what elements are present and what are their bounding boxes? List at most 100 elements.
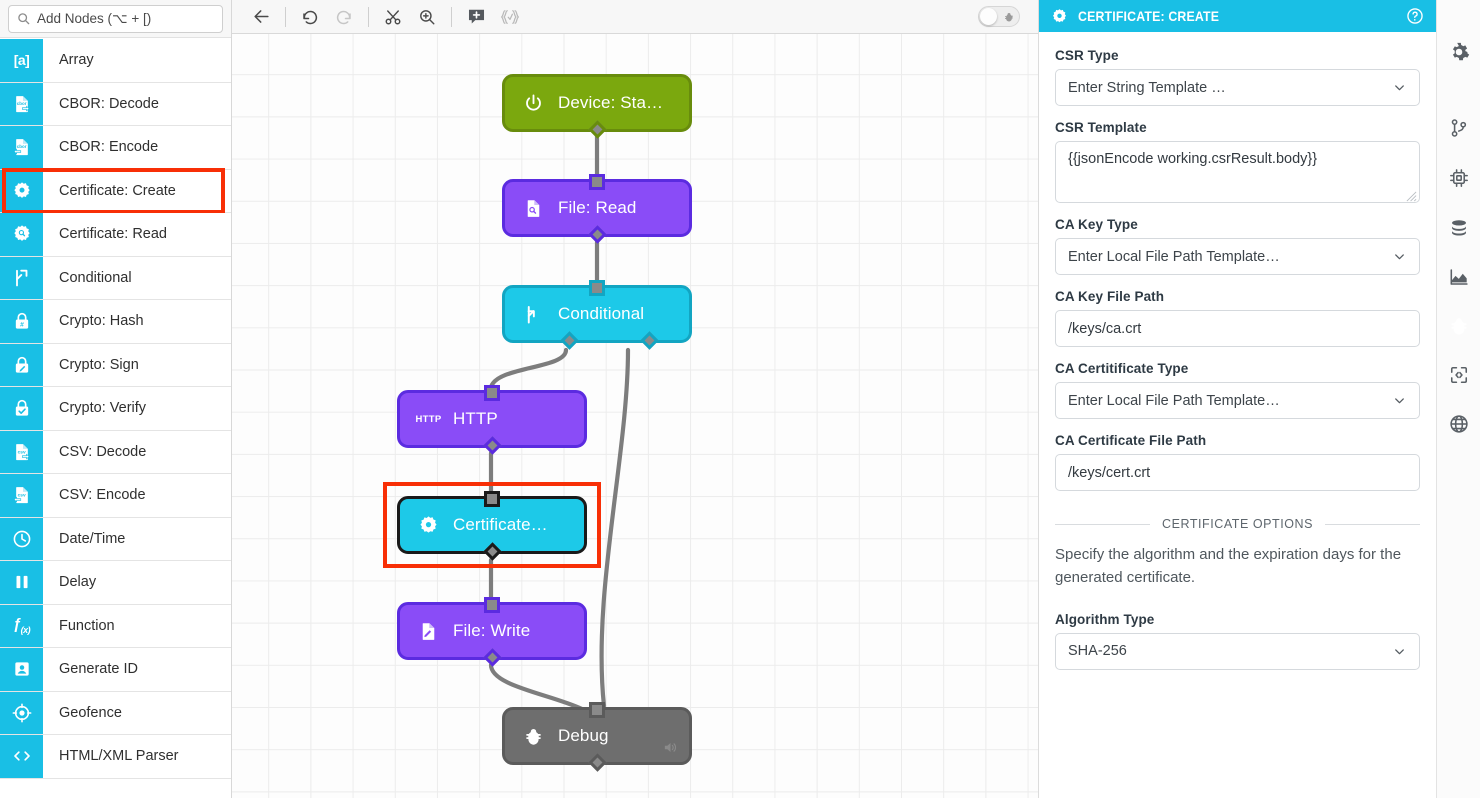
csr-type-select[interactable]: Enter String Template … — [1055, 69, 1420, 106]
resize-grip-icon[interactable] — [1406, 190, 1417, 202]
svg-text:csv: csv — [17, 450, 25, 455]
node-conditional[interactable]: Conditional — [502, 280, 692, 350]
add-comment-button[interactable] — [459, 2, 493, 32]
palette-item-certificate-read[interactable]: Certificate: Read — [0, 213, 231, 257]
help-circle-icon[interactable] — [1406, 7, 1424, 25]
code-brackets-icon — [1448, 364, 1470, 386]
chevron-down-icon — [1392, 393, 1407, 408]
crypto-verify-icon — [0, 387, 43, 430]
template-check-button[interactable] — [493, 2, 527, 32]
palette-item-label: HTML/XML Parser — [59, 748, 179, 765]
palette-item-conditional[interactable]: Conditional — [0, 256, 231, 300]
field-ca-key-file-path: CA Key File Path/keys/ca.crt — [1055, 289, 1420, 347]
rail-global[interactable] — [1437, 399, 1480, 449]
palette-item-label: Geofence — [59, 704, 122, 721]
palette-item-label: Date/Time — [59, 530, 126, 547]
ca-key-file-path-input[interactable]: /keys/ca.crt — [1055, 310, 1420, 347]
node-file-read[interactable]: File: Read — [502, 174, 692, 244]
rail-devices[interactable] — [1437, 153, 1480, 203]
section-description: Specify the algorithm and the expiration… — [1055, 546, 1402, 587]
conditional-icon — [0, 256, 43, 299]
ca-certificate-file-path-input[interactable]: /keys/cert.crt — [1055, 454, 1420, 491]
ca-certificate-file-path-label: CA Certificate File Path — [1055, 433, 1207, 448]
svg-text:cbor: cbor — [16, 144, 26, 149]
palette-item-certificate-create[interactable]: Certificate: Create — [0, 167, 231, 214]
palette-item-generate-id[interactable]: Generate ID — [0, 648, 231, 692]
csv-decode-icon: csv — [0, 430, 43, 473]
search-input[interactable] — [37, 11, 214, 26]
palette-item-label: Certificate: Create — [59, 182, 176, 199]
algorithm-type-select[interactable]: SHA-256 — [1055, 632, 1420, 670]
chevron-down-icon — [1392, 249, 1407, 264]
rail-debug[interactable] — [1437, 301, 1480, 351]
algorithm-type-label: Algorithm Type — [1055, 611, 1155, 627]
undo-button[interactable] — [293, 2, 327, 32]
debug-toggle[interactable] — [978, 6, 1020, 27]
palette-item-html-xml-parser[interactable]: HTML/XML Parser — [0, 735, 231, 779]
palette-search-bar — [0, 0, 231, 38]
chevron-down-icon — [1392, 80, 1407, 95]
node-device-start[interactable]: Device: Sta… — [502, 74, 692, 139]
certificate-icon — [418, 515, 439, 536]
certificate-read-icon — [0, 213, 43, 256]
node-certificate-create[interactable]: Certificate… — [397, 491, 587, 561]
node-label: HTTP — [453, 409, 498, 428]
palette-item-crypto-sign[interactable]: Crypto: Sign — [0, 343, 231, 387]
wire-conditional-to-debug — [599, 347, 631, 709]
node-label: File: Read — [558, 198, 637, 217]
ca-certificate-type-value: Enter Local File Path Template… — [1068, 392, 1280, 409]
node-file-write[interactable]: File: Write — [397, 597, 587, 667]
palette-item-date-time[interactable]: Date/Time — [0, 517, 231, 561]
search-icon — [17, 12, 30, 25]
palette-item-function[interactable]: ƒ(x)Function — [0, 604, 231, 648]
search-field-wrapper[interactable] — [8, 4, 223, 33]
csr-type-value: Enter String Template … — [1068, 79, 1226, 96]
palette-item-delay[interactable]: Delay — [0, 561, 231, 605]
svg-text:csv: csv — [17, 494, 25, 499]
zoom-button[interactable] — [410, 2, 444, 32]
csr-template-textarea[interactable]: {{jsonEncode working.csrResult.body}} — [1055, 141, 1420, 203]
generate-id-icon — [0, 648, 43, 691]
array-icon: [a] — [0, 39, 43, 82]
certificate-create-icon — [0, 169, 43, 212]
divider-line-left — [1055, 523, 1151, 525]
ca-key-type-select[interactable]: Enter Local File Path Template… — [1055, 238, 1420, 275]
algorithm-type-value: SHA-256 — [1068, 643, 1127, 659]
speaker-icon — [662, 739, 679, 756]
rail-flows[interactable] — [1437, 103, 1480, 153]
palette-item-crypto-verify[interactable]: Crypto: Verify — [0, 387, 231, 431]
toolbar-divider-3 — [451, 6, 452, 27]
node-debug[interactable]: Debug — [502, 702, 692, 772]
bug-icon — [1448, 315, 1470, 337]
rail-settings[interactable] — [1437, 27, 1480, 77]
area-chart-icon — [1448, 266, 1470, 288]
field-csr-template: CSR Template{{jsonEncode working.csrResu… — [1055, 120, 1420, 203]
node-label: Debug — [558, 726, 609, 745]
toggle-knob — [980, 8, 997, 25]
right-rail — [1436, 0, 1480, 798]
palette-item-geofence[interactable]: Geofence — [0, 691, 231, 735]
palette-item-label: Crypto: Hash — [59, 313, 144, 330]
rail-data[interactable] — [1437, 203, 1480, 253]
rail-code[interactable] — [1437, 350, 1480, 400]
palette-item-label: Crypto: Sign — [59, 356, 139, 373]
rail-analytics[interactable] — [1437, 252, 1480, 302]
bug-icon — [523, 726, 544, 747]
function-icon: ƒ(x) — [0, 604, 43, 647]
cut-button[interactable] — [376, 2, 410, 32]
back-button[interactable] — [244, 2, 278, 32]
ca-certificate-type-select[interactable]: Enter Local File Path Template… — [1055, 382, 1420, 419]
palette-item-array[interactable]: [a]Array — [0, 39, 231, 83]
palette-item-crypto-hash[interactable]: #Crypto: Hash — [0, 300, 231, 344]
